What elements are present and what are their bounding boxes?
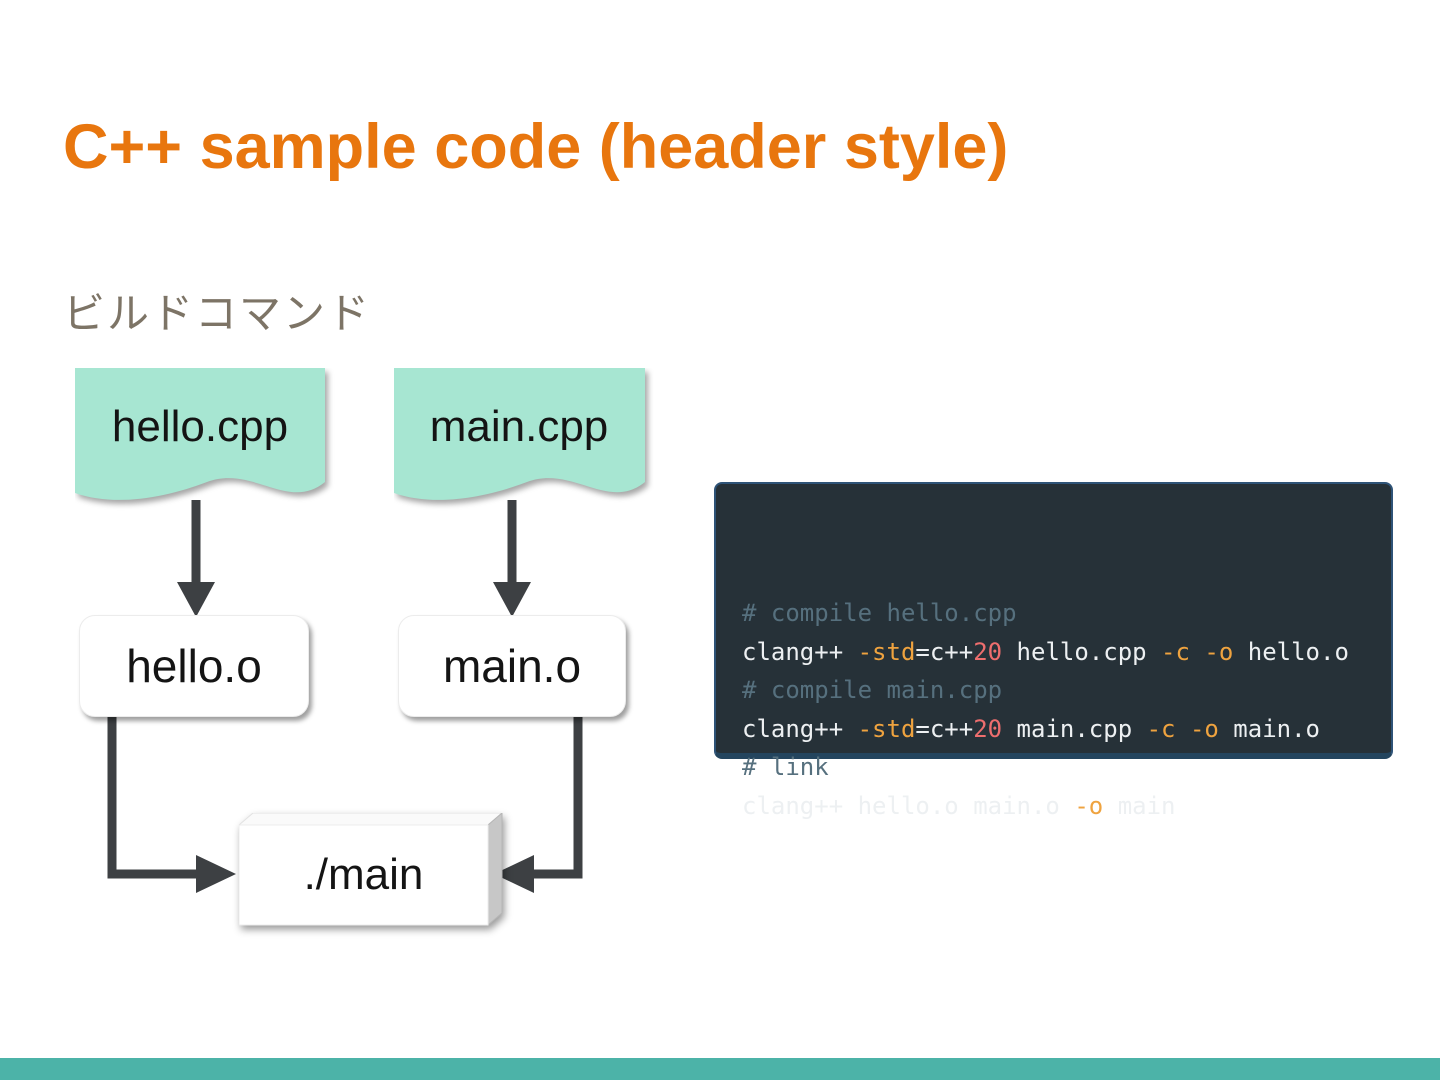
terminal-code-block: # compile hello.cpp clang++ -std=c++20 he… [714,482,1393,820]
node-main-executable: ./main [239,813,509,938]
page-title: C++ sample code (header style) [63,112,1009,182]
code-lines: # compile hello.cpp clang++ -std=c++20 he… [742,594,1391,825]
footer-accent-bar [0,1058,1440,1080]
node-label: main.o [442,640,582,692]
code-line: clang++ hello.o main.o -o main [742,791,1176,820]
arrow-hello-o-to-main-exe [107,717,236,893]
cube-shape-icon [239,813,503,927]
node-main-o: main.o [398,615,626,717]
node-label: hello.o [126,640,262,692]
code-line: # compile hello.cpp [742,599,1017,627]
section-subtitle: ビルドコマンド [63,289,372,338]
code-line: clang++ -std=c++20 main.cpp -c -o main.o [742,714,1321,743]
code-line: # link [742,753,829,781]
code-line: # compile main.cpp [742,676,1003,704]
node-label: hello.cpp [111,402,289,451]
node-label: main.cpp [429,402,609,451]
node-hello-o: hello.o [79,615,309,717]
code-line: clang++ -std=c++20 hello.cpp -c -o hello… [742,637,1349,666]
node-main-cpp: main.cpp [394,368,654,518]
document-shape-icon [75,368,325,500]
node-hello-cpp: hello.cpp [75,368,335,518]
node-label: ./main [303,850,424,899]
document-shape-icon [394,368,645,500]
